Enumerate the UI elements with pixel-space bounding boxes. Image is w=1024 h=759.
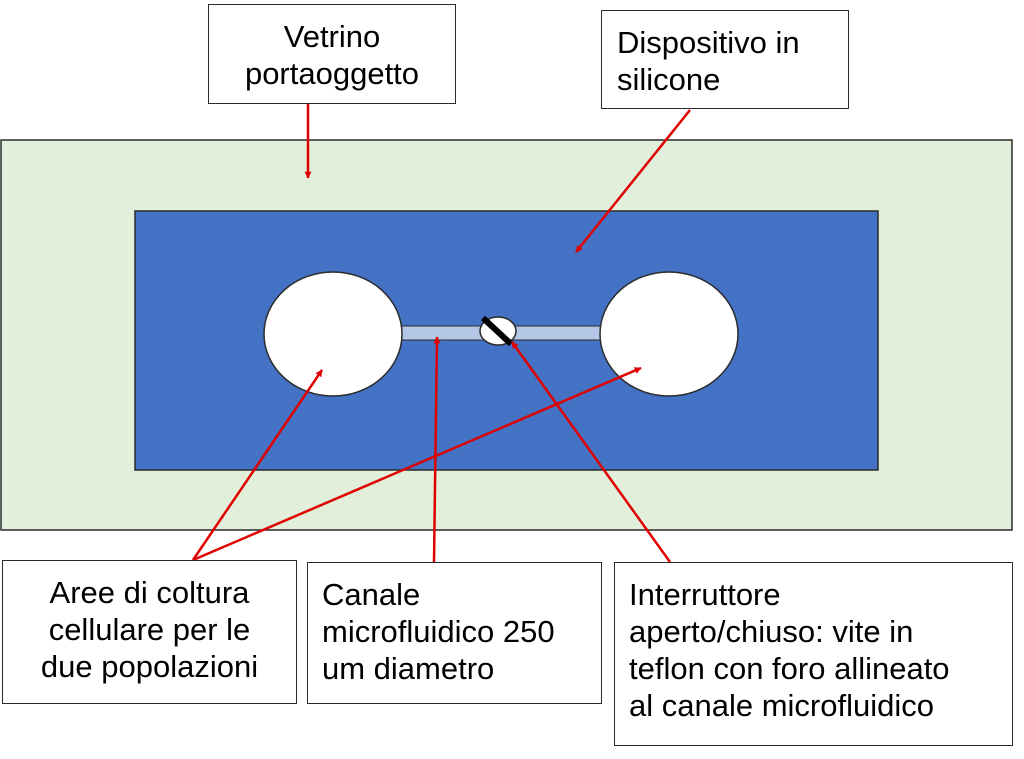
label-switch-line: Interruttore [629, 577, 781, 612]
label-channel-line: Canale [322, 577, 421, 612]
label-culture-line: due popolazioni [40, 649, 259, 684]
arrow-channel [432, 336, 441, 563]
culture-well-right [599, 271, 739, 397]
label-slide: Vetrino portaoggetto [208, 4, 456, 104]
label-channel-line: microfluidico 250 [322, 614, 555, 649]
label-device: Dispositivo in silicone [601, 10, 849, 109]
culture-well-left [263, 271, 403, 397]
label-culture-line: cellulare per le [48, 612, 251, 647]
label-switch-line: al canale microfluidico [629, 688, 934, 723]
label-slide-line: Vetrino [283, 19, 381, 54]
label-switch-line: aperto/chiuso: vite in [629, 614, 914, 649]
arrow-culture-left [191, 369, 324, 561]
label-device-line: silicone [617, 62, 721, 97]
arrow-culture-right [192, 366, 642, 562]
label-culture-areas: Aree di coltura cellulare per le due pop… [2, 560, 297, 704]
label-channel: Canale microfluidico 250 um diametro [307, 562, 602, 704]
label-device-line: Dispositivo in [617, 25, 800, 60]
arrow-switch [510, 341, 672, 563]
label-culture-line: Aree di coltura [49, 575, 250, 610]
arrow-device [575, 109, 691, 253]
label-slide-line: portaoggetto [244, 56, 420, 91]
label-channel-line: um diametro [322, 651, 495, 686]
screw-slot [480, 315, 514, 347]
label-switch: Interruttore aperto/chiuso: vite in tefl… [614, 562, 1013, 746]
label-switch-line: teflon con foro allineato [629, 651, 950, 686]
